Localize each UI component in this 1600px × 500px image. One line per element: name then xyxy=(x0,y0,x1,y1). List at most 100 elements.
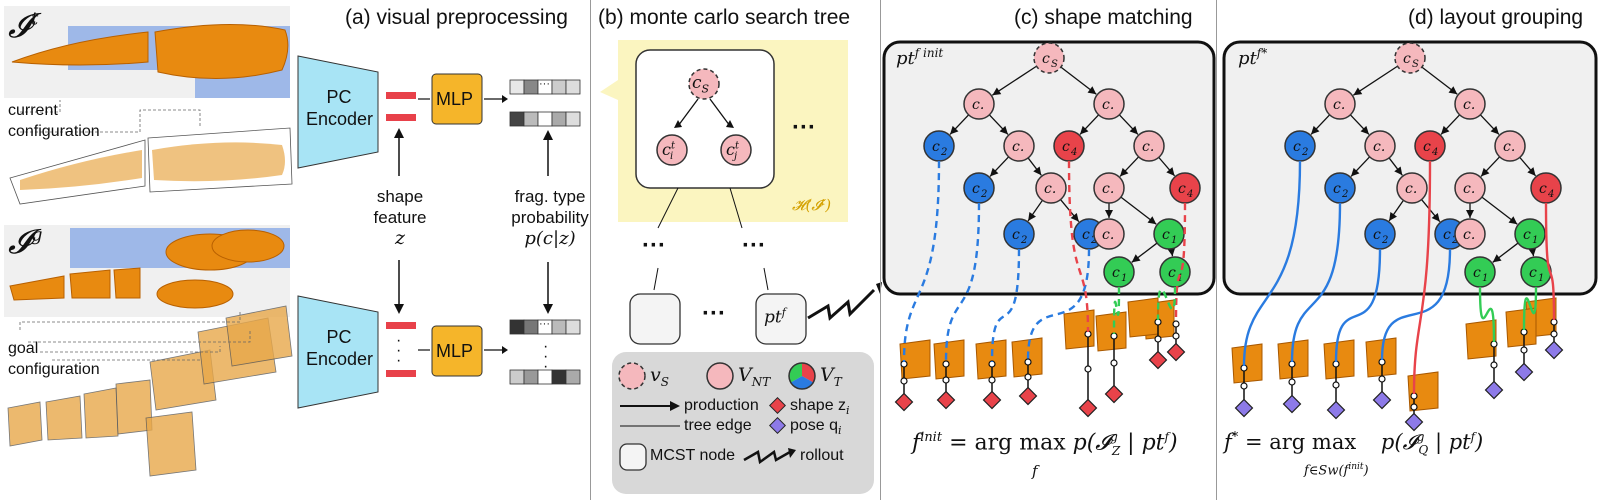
legend-tree-edge-label: tree edge xyxy=(684,417,752,434)
Ig-symbol: 𝓘g xyxy=(8,222,43,262)
goal-config-label: goal configuration xyxy=(8,340,100,378)
separator-ab xyxy=(590,0,591,500)
tree-node-gen-6 xyxy=(1494,130,1526,162)
fragment-joint xyxy=(942,360,950,368)
tree-node-label-7: c xyxy=(972,181,980,197)
fragment-joint xyxy=(1288,378,1296,386)
tree-node-label-11: c xyxy=(1012,227,1020,243)
tree-arrowhead xyxy=(1389,212,1397,221)
match-curve-6 xyxy=(1112,286,1121,335)
tree-arrowhead xyxy=(1167,247,1176,257)
tree-node-label-9: c. xyxy=(1102,181,1114,197)
tree-node-label-5: c xyxy=(1062,139,1070,155)
fragment-diamond-7 xyxy=(1514,362,1534,382)
tree-node-label-4: c. xyxy=(1012,139,1024,155)
tree-node-sub-16: 1 xyxy=(1177,273,1183,284)
match-curve-4 xyxy=(1412,160,1432,395)
fragment-joint xyxy=(1172,320,1180,328)
match-curve-3 xyxy=(1380,248,1452,361)
child-node-j xyxy=(720,134,752,166)
tree-node-sub-12: 2 xyxy=(1451,235,1458,246)
tree-node-gen-8 xyxy=(1035,172,1067,204)
tree-node-label-1: c. xyxy=(972,97,984,113)
tree-node-label-13: c. xyxy=(1463,227,1475,243)
tree-node-label-1: c. xyxy=(1333,97,1345,113)
formula-d-under: f∈Sw(finit) xyxy=(1304,462,1369,479)
panel-b-title: (b) monte carlo search tree xyxy=(598,6,851,29)
goal-piece-3 xyxy=(113,267,141,299)
legend-shape-icon xyxy=(769,397,786,414)
fragment-diamond-1 xyxy=(936,390,956,410)
current-point-cloud xyxy=(9,127,293,205)
mlp-bottom xyxy=(431,325,483,377)
feature-bar-2 xyxy=(386,114,416,121)
tree-node-sub-0: S xyxy=(1412,59,1419,70)
fragment-diamond-3 xyxy=(1018,386,1038,406)
fragment-diamond-6 xyxy=(1484,380,1504,400)
callout-dots: ··· xyxy=(792,114,816,141)
fragment-joint xyxy=(1490,361,1498,369)
tree-node-gen-1 xyxy=(963,88,995,120)
tree-arrowhead xyxy=(1166,167,1175,176)
encoder-bottom xyxy=(297,295,379,409)
tree-node-sub-5: 4 xyxy=(1070,147,1077,158)
legend-pose-label: pose qi xyxy=(790,417,842,438)
tree-node-gen-6 xyxy=(1133,130,1165,162)
fragment-joint xyxy=(1550,330,1558,338)
tree-arrowhead xyxy=(1070,212,1079,222)
carrot-fragment-6 xyxy=(1465,319,1497,360)
current-dashed-lead xyxy=(20,100,201,133)
tree-arrowhead xyxy=(1147,216,1157,225)
panel-c-title: (c) shape matching xyxy=(1014,6,1193,29)
tree-node-label-13: c. xyxy=(1102,227,1114,243)
encoder-top xyxy=(297,55,379,169)
tree-node-gen-8 xyxy=(1396,172,1428,204)
tree-node-c1-14 xyxy=(1514,218,1546,250)
match-curve-2 xyxy=(1334,248,1382,363)
tree-node-label-8: c. xyxy=(1044,181,1056,197)
fragment-joint xyxy=(1154,335,1162,343)
tree-node-root-0 xyxy=(1394,42,1426,74)
shape-feature-label: shape feature z xyxy=(373,187,427,249)
tree-arrowhead xyxy=(1481,167,1490,177)
tree-node-sub-0: S xyxy=(1051,59,1058,70)
mid-dots-2: ··· xyxy=(742,232,766,259)
mlp-bottom-label: MLP xyxy=(436,341,474,361)
tree-node-label-0: c xyxy=(1042,51,1050,67)
tree-node-label-14: c xyxy=(1523,227,1531,243)
fragment-joint xyxy=(1084,365,1092,373)
tree-frame xyxy=(1222,40,1598,296)
feature-bar-1 xyxy=(386,92,416,99)
tree-arrowhead xyxy=(1028,212,1036,221)
carrot-piece-tip xyxy=(11,31,149,66)
fragment-diamond-1 xyxy=(1282,394,1302,414)
tree-node-label-6: c. xyxy=(1142,139,1154,155)
vector-ellipsis-bottom: ··· xyxy=(539,318,550,330)
match-curve-7 xyxy=(1522,286,1538,331)
tree-arrowhead xyxy=(1448,86,1458,95)
fragment-joint xyxy=(942,376,950,384)
fragment-joint xyxy=(900,377,908,385)
tree-arrowhead xyxy=(999,125,1008,135)
tree-arrowhead xyxy=(1087,86,1097,95)
legend-vnt-label: VNT xyxy=(738,364,771,389)
carrot-fragment-2 xyxy=(1323,339,1355,380)
match-curve-0 xyxy=(902,160,941,363)
tree-node-gen-9 xyxy=(1454,172,1486,204)
panel-b-graphics xyxy=(600,40,882,494)
fragment-diamond-2 xyxy=(982,390,1002,410)
legend-mcst-label: MCST node xyxy=(650,447,736,464)
tree-node-root-0 xyxy=(1033,42,1065,74)
tree-arrowhead xyxy=(1131,254,1141,263)
mid-dots-1: ··· xyxy=(642,232,666,259)
tree-node-label-0: c xyxy=(1403,51,1411,67)
carrot-fragment-2 xyxy=(975,339,1007,380)
carrot-fragment-0 xyxy=(1231,343,1263,384)
tree-frame xyxy=(882,40,1216,296)
fragment-diamond-0 xyxy=(1234,398,1254,418)
rollout-arrow xyxy=(807,288,876,321)
tree-node-label-16: c xyxy=(1168,265,1176,281)
tree-node-label-10: c xyxy=(1539,181,1547,197)
